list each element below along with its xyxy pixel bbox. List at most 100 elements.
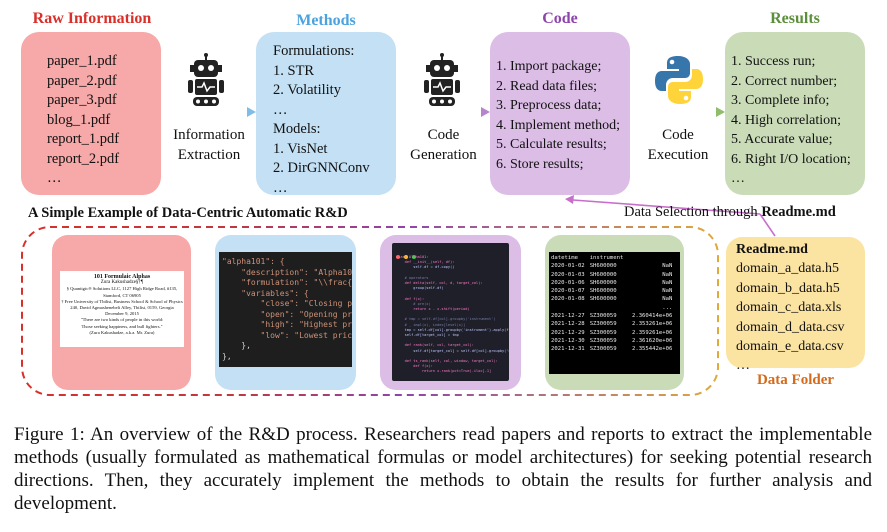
paper-dedication: "There are two kinds of people in this w… (80, 317, 164, 323)
table-cell: SH600000 (589, 296, 617, 303)
table-cell: SZ300059 (589, 337, 617, 344)
list-item: paper_1.pdf (47, 53, 117, 69)
arrowhead-extraction (247, 107, 256, 117)
robot-icon (424, 53, 460, 106)
list-item: domain_e_data.csv (736, 339, 844, 355)
code-steps-list: 1. Import package; 2. Read data files; 3… (496, 57, 620, 174)
table-cell: 2.361620e+06 (631, 337, 673, 344)
table-row: 2020-01-03 SH600000 NaN (551, 271, 672, 279)
list-item: … (273, 179, 288, 196)
table-cell: 2021-12-28 (551, 321, 585, 328)
code-line: class Alpha101: (396, 255, 429, 259)
table-row: ... (551, 304, 672, 312)
raw-file-list: paper_1.pdf paper_2.pdf paper_3.pdf blog… (47, 52, 119, 189)
table-cell: 2021-12-29 (551, 329, 585, 336)
code-box: 1. Import package; 2. Read data files; 3… (490, 32, 630, 195)
table-cell: 2.353261e+06 (631, 321, 673, 328)
label-line: Generation (410, 147, 477, 163)
list-item: report_1.pdf (47, 131, 120, 147)
json-thumbnail: "alpha101": { "description": "Alpha101 i… (215, 235, 356, 390)
code-line: return x.rank(pct=True).iloc[-1] (396, 369, 492, 374)
list-item: domain_d_data.csv (736, 319, 845, 335)
list-item: 2. DirGNNConv (273, 160, 370, 176)
list-item: 1. Success run; (731, 54, 816, 69)
table-cell: 2020-01-03 (551, 271, 585, 278)
table-cell (590, 304, 629, 312)
list-item: 2. Read data files; (496, 78, 598, 94)
json-code-line: "low": "Lowest price of (260, 330, 352, 340)
list-item: … (731, 171, 745, 186)
code-line: self.df[target_col] = tmp (396, 333, 459, 337)
list-item: domain_c_data.xls (736, 300, 842, 316)
table-cell: SZ300059 (589, 329, 617, 336)
table-row: 2021-12-30 SZ300059 2.361620e+06 (551, 337, 672, 345)
list-item: paper_2.pdf (47, 72, 117, 89)
data-selection-readme: Readme.md (761, 204, 836, 220)
paper-thumbnail: 101 Formulaic Alphas Zura Kakushadze§†¶ … (52, 235, 191, 390)
table-header: datetime (551, 255, 578, 261)
methods-title: Methods (296, 12, 356, 29)
methods-list: Formulations: 1. STR 2. Volatility … Mod… (273, 42, 370, 198)
table-cell: 2.355442e+06 (631, 346, 673, 353)
methods-box: Formulations: 1. STR 2. Volatility … Mod… (256, 32, 396, 198)
table-header: instrument (589, 255, 624, 261)
table-cell: 2020-01-07 (551, 288, 585, 295)
results-list: 1. Success run; 2. Correct number; 3. Co… (731, 52, 851, 189)
list-item: … (47, 170, 62, 186)
table-cell: NaN (662, 296, 673, 303)
table-cell: 2020-01-06 (551, 279, 585, 286)
figure-caption: Figure 1: An overview of the R&D process… (14, 424, 872, 514)
table-cell: SZ300059 (589, 346, 617, 353)
paper-title: 101 Formulaic Alphas (93, 274, 151, 280)
paper-line: † Free University of Tbilisi, Business S… (61, 298, 183, 304)
table-cell: SH600000 (589, 288, 617, 295)
table-cell: 2020-01-02 (551, 263, 585, 270)
code-line: self.df[target_col] = self.df[col].group… (413, 348, 509, 353)
code-line: def ts_rank(self, col, window, target_co… (396, 358, 498, 363)
label-line: Code (662, 127, 694, 143)
code-line: return x - x.shift(period) (396, 307, 470, 311)
arrow-data-selection (572, 199, 761, 215)
table-cell: NaN (662, 271, 673, 278)
json-code-line: "description": "Alpha101 is a (241, 267, 352, 277)
json-code-line: "high": "Highest price d (260, 320, 352, 329)
code-line: def __init__(self, df): (396, 260, 455, 265)
list-item: 3. Complete info; (731, 93, 830, 108)
list-item: domain_a_data.h5 (736, 261, 840, 277)
list-item: 2. Volatility (273, 82, 341, 98)
arrow-readme-link (759, 213, 776, 237)
code-line: # pre(x) (396, 301, 431, 306)
code-execution-label: Code Execution (631, 125, 725, 165)
json-code-line: "open": "Opening price o (260, 309, 352, 319)
table-cell: 2.359261e+06 (631, 329, 673, 336)
label-line: Execution (647, 147, 709, 163)
json-code-line: "formulation": "\\frac{(\\ (241, 278, 352, 287)
table-cell: 2021-12-30 (551, 337, 585, 344)
raw-information-box: paper_1.pdf paper_2.pdf paper_3.pdf blog… (21, 32, 161, 195)
json-code-panel: "alpha101": { "description": "Alpha101 i… (219, 252, 352, 367)
list-item: … (273, 101, 288, 118)
code-line: # _ impl(x), index[level(x)] (396, 322, 466, 327)
example-title: A Simple Example of Data-Centric Automat… (28, 205, 348, 221)
arrowhead-execution (716, 107, 725, 117)
code-line: def f(x): (396, 364, 433, 369)
models-label: Models: (273, 121, 321, 137)
code-lines: class Alpha101: def __init__(self, df): … (396, 255, 509, 375)
json-code-line: "variables": { (222, 288, 309, 298)
raw-information-title: Raw Information (32, 10, 152, 27)
close-dot-icon (396, 255, 400, 259)
table-cell: SH600000 (589, 271, 617, 278)
code-line: tmp = self.df[col].groupby('instrument')… (396, 327, 509, 332)
list-item: 5. Calculate results; (496, 137, 607, 152)
table-cell: NaN (662, 288, 673, 295)
data-folder-list: Readme.md domain_a_data.h5 domain_b_data… (736, 240, 844, 376)
